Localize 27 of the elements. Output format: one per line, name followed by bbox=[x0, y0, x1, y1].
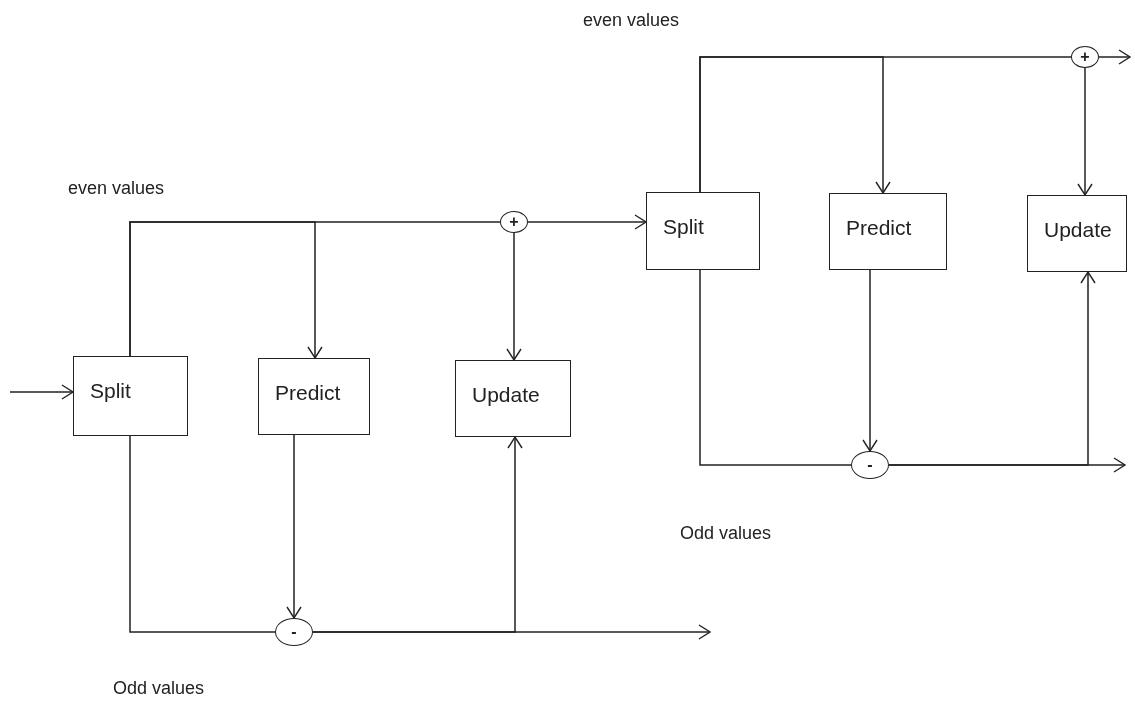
connector-line bbox=[129, 435, 276, 633]
arrow bbox=[1098, 49, 1131, 65]
arrow bbox=[9, 384, 74, 400]
arrow bbox=[312, 624, 711, 640]
process-box: Predict bbox=[829, 193, 947, 270]
signal-label: Odd values bbox=[113, 678, 205, 699]
connector-line bbox=[699, 269, 852, 466]
arrow bbox=[286, 434, 302, 619]
subtractor-circle: - bbox=[851, 451, 889, 479]
process-box: Update bbox=[1027, 195, 1127, 272]
signal-label: even values bbox=[583, 10, 680, 31]
connector-line bbox=[129, 221, 501, 357]
subtractor-circle: - bbox=[275, 618, 313, 646]
signal-label: Odd values bbox=[680, 523, 772, 544]
arrow bbox=[888, 457, 1126, 473]
arrow bbox=[506, 232, 522, 361]
process-box: Split bbox=[73, 356, 188, 436]
arrow bbox=[527, 214, 647, 230]
signal-label: even values bbox=[68, 178, 165, 199]
process-box: Update bbox=[455, 360, 571, 437]
process-box: Predict bbox=[258, 358, 370, 435]
connector-line bbox=[699, 56, 1072, 193]
arrow bbox=[1077, 67, 1093, 196]
adder-circle: + bbox=[1071, 46, 1099, 68]
arrow bbox=[862, 269, 878, 452]
process-box: Split bbox=[646, 192, 760, 270]
adder-circle: + bbox=[500, 211, 528, 233]
